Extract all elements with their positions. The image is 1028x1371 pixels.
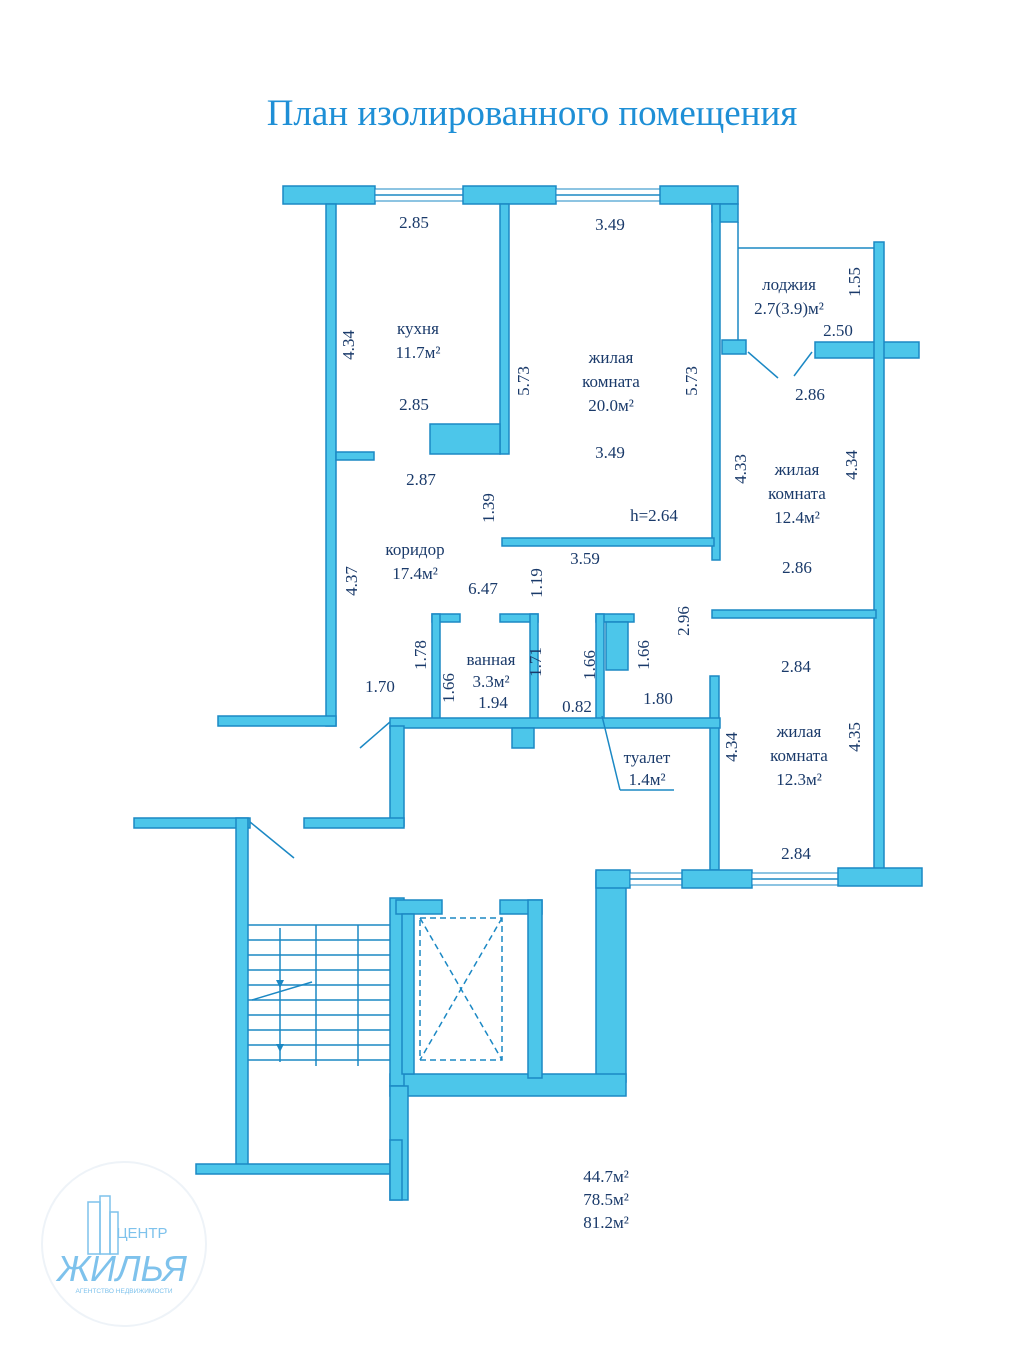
- living2-area: 12.4м²: [774, 508, 820, 527]
- dim-label: 4.37: [342, 566, 361, 596]
- dim-label: 1.70: [365, 677, 395, 696]
- ceiling-height: h=2.64: [630, 506, 678, 525]
- kitchen-area: 11.7м²: [396, 343, 441, 362]
- page-title: План изолированного помещения: [267, 93, 798, 134]
- dim-label: 5.73: [514, 366, 533, 396]
- dim-label: 6.47: [468, 579, 498, 598]
- dim-label: 4.35: [845, 722, 864, 752]
- living3-name2: комната: [770, 746, 828, 765]
- corridor-name: коридор: [385, 540, 444, 559]
- agency-logo: ЦЕНТР ЖИЛЬЯ АГЕНТСТВО НЕДВИЖИМОСТИ: [41, 1161, 207, 1327]
- dim-label: 1.71: [526, 647, 545, 677]
- dim-label: 4.34: [842, 450, 861, 480]
- dim-label: 1.66: [634, 640, 653, 670]
- dim-label: 1.66: [439, 673, 458, 703]
- toilet-area: 1.4м²: [628, 770, 665, 789]
- loggia-name: лоджия: [762, 275, 816, 294]
- dimension-labels: 2.85 3.49 2.85 3.49 2.50 2.86 2.87 3.59 …: [339, 213, 864, 863]
- bathroom-area: 3.3м²: [472, 672, 509, 691]
- living2-name2: комната: [768, 484, 826, 503]
- bathroom-name: ванная: [467, 650, 516, 669]
- corridor-area: 17.4м²: [392, 564, 438, 583]
- living1-area: 20.0м²: [588, 396, 634, 415]
- dim-label: 2.84: [781, 844, 811, 863]
- living1-name: жилая: [588, 348, 634, 367]
- dim-label: 2.96: [674, 606, 693, 636]
- bottom-wall: [595, 867, 923, 889]
- dim-label: 1.78: [411, 640, 430, 670]
- dim-label: 1.19: [527, 568, 546, 598]
- toilet-name: туалет: [624, 748, 671, 767]
- living3-name: жилая: [776, 722, 822, 741]
- dim-label: 1.39: [479, 493, 498, 523]
- dim-label: 1.55: [845, 267, 864, 297]
- dim-label: 2.86: [795, 385, 825, 404]
- dim-label: 3.49: [595, 215, 625, 234]
- elevator-shaft: [395, 899, 543, 1079]
- dim-label: 4.34: [339, 330, 358, 360]
- living1-name2: комната: [582, 372, 640, 391]
- logo-line1: ЦЕНТР: [116, 1225, 167, 1242]
- dim-label: 3.59: [570, 549, 600, 568]
- room-labels: кухня 11.7м² жилая комната 20.0м² лоджия…: [385, 275, 828, 791]
- top-wall: [282, 185, 739, 205]
- total-area-general: 78.5м²: [583, 1190, 629, 1209]
- living3-area: 12.3м²: [776, 770, 822, 789]
- dim-label: 1.66: [580, 650, 599, 680]
- dim-label: 2.86: [782, 558, 812, 577]
- dim-label: 1.80: [643, 689, 673, 708]
- logo-line2: ЖИЛЬЯ: [55, 1248, 187, 1289]
- dim-label: 2.50: [823, 321, 853, 340]
- total-area-living: 44.7м²: [583, 1167, 629, 1186]
- dim-label: 2.85: [399, 395, 429, 414]
- dim-label: 2.85: [399, 213, 429, 232]
- dim-label: 1.94: [478, 693, 508, 712]
- walls: [133, 203, 920, 1201]
- dim-label: 4.33: [731, 454, 750, 484]
- kitchen-name: кухня: [397, 319, 439, 338]
- dim-label: 3.49: [595, 443, 625, 462]
- staircase: [248, 924, 390, 1066]
- area-totals: 44.7м² 78.5м² 81.2м²: [583, 1167, 629, 1232]
- dim-label: 4.34: [722, 732, 741, 762]
- loggia-area: 2.7(3.9)м²: [754, 299, 824, 318]
- dim-label: 2.84: [781, 657, 811, 676]
- dim-label: 2.87: [406, 470, 436, 489]
- living2-name: жилая: [774, 460, 820, 479]
- dim-label: 0.82: [562, 697, 592, 716]
- total-area-with-loggia: 81.2м²: [583, 1213, 629, 1232]
- logo-line3: АГЕНТСТВО НЕДВИЖИМОСТИ: [76, 1288, 173, 1295]
- dim-label: 5.73: [682, 366, 701, 396]
